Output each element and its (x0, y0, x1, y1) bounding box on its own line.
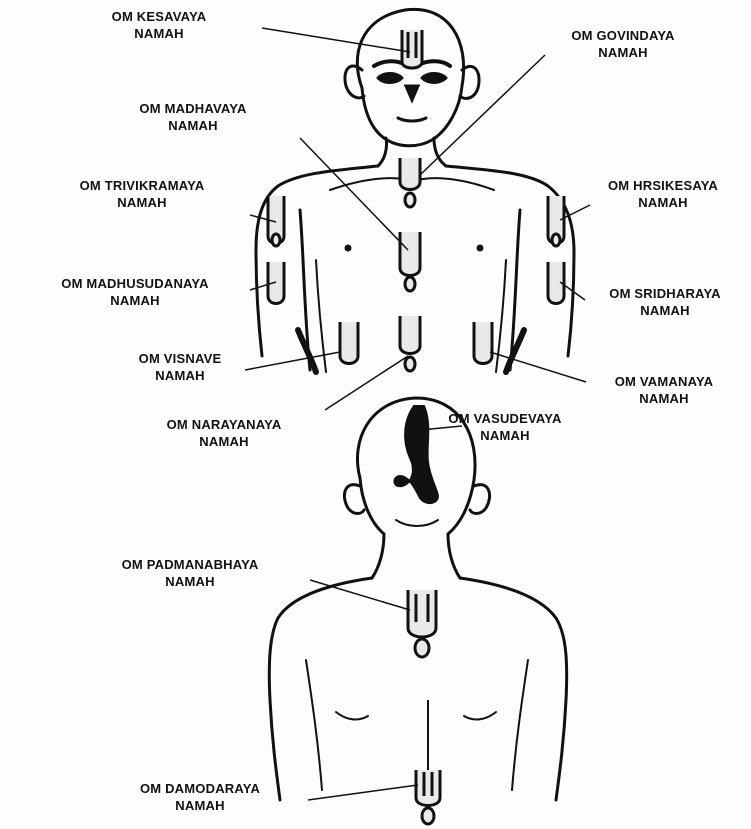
label-madhavaya-line2: NAMAH (118, 117, 268, 134)
label-trivikramaya-line1: OM TRIVIKRAMAYA (62, 177, 222, 194)
leader-damodaraya (308, 785, 418, 800)
front-right-eye (422, 74, 446, 83)
leader-vamanaya (490, 352, 586, 382)
label-vamanaya-line2: NAMAH (584, 390, 744, 407)
label-padmanabhaya: OM PADMANABHAYA NAMAH (100, 556, 280, 590)
tilak-right-side (474, 322, 492, 364)
tilak-upper-back-drop (415, 639, 429, 657)
label-trivikramaya-line2: NAMAH (62, 194, 222, 211)
back-neck-left (372, 534, 384, 578)
back-neck-right (448, 534, 460, 578)
label-govindaya-line1: OM GOVINDAYA (548, 27, 698, 44)
back-tilak-marks (408, 590, 440, 824)
label-kesavaya-line2: NAMAH (84, 25, 234, 42)
tilak-throat (400, 158, 420, 190)
label-sridharaya-line1: OM SRIDHARAYA (585, 285, 745, 302)
label-kesavaya-line1: OM KESAVAYA (84, 8, 234, 25)
label-govindaya-line2: NAMAH (548, 44, 698, 61)
label-vamanaya: OM VAMANAYA NAMAH (584, 373, 744, 407)
label-sridharaya-line2: NAMAH (585, 302, 745, 319)
front-right-hand (506, 330, 524, 372)
label-hrsikesaya-line1: OM HRSIKESAYA (588, 177, 738, 194)
leader-padmanabhaya (310, 580, 410, 610)
tilak-throat-drop (405, 193, 415, 207)
front-neck-left (378, 138, 387, 166)
back-right-blade (464, 712, 496, 719)
tilak-chest (400, 232, 420, 276)
label-damodaraya: OM DAMODARAYA NAMAH (110, 780, 290, 814)
leader-kesavaya (262, 28, 410, 52)
label-hrsikesaya: OM HRSIKESAYA NAMAH (588, 177, 738, 211)
label-visnave-line2: NAMAH (110, 367, 250, 384)
label-damodaraya-line2: NAMAH (110, 797, 290, 814)
front-tilak-marks (268, 30, 564, 371)
tilak-lower-back-drop (422, 808, 434, 824)
label-madhavaya: OM MADHAVAYA NAMAH (118, 100, 268, 134)
label-sridharaya: OM SRIDHARAYA NAMAH (585, 285, 745, 319)
label-kesavaya: OM KESAVAYA NAMAH (84, 8, 234, 42)
front-left-brow (374, 61, 404, 66)
label-visnave-line1: OM VISNAVE (110, 350, 250, 367)
tilak-nose (406, 86, 418, 100)
label-madhusudanaya: OM MADHUSUDANAYA NAMAH (20, 275, 250, 309)
tilak-chest-drop (405, 277, 415, 291)
back-neck-curve (396, 520, 438, 526)
label-padmanabhaya-line1: OM PADMANABHAYA (100, 556, 280, 573)
front-right-brow (420, 61, 450, 66)
tilak-left-side (340, 322, 358, 364)
tilak-lower-back (416, 770, 440, 806)
back-left-arm-inner (306, 660, 322, 790)
label-trivikramaya: OM TRIVIKRAMAYA NAMAH (62, 177, 222, 211)
label-hrsikesaya-line2: NAMAH (588, 194, 738, 211)
label-damodaraya-line1: OM DAMODARAYA (110, 780, 290, 797)
back-head-left-side (360, 478, 384, 534)
label-madhavaya-line1: OM MADHAVAYA (118, 100, 268, 117)
label-narayanaya: OM NARAYANAYA NAMAH (134, 416, 314, 450)
front-right-nipple (478, 246, 482, 250)
label-vasudevaya-line2: NAMAH (420, 427, 590, 444)
front-mouth (398, 118, 426, 121)
back-right-arm-inner (512, 660, 528, 790)
label-govindaya: OM GOVINDAYA NAMAH (548, 27, 698, 61)
label-vamanaya-line1: OM VAMANAYA (584, 373, 744, 390)
label-narayanaya-line1: OM NARAYANAYA (134, 416, 314, 433)
leader-madhavaya (300, 138, 408, 250)
label-visnave: OM VISNAVE NAMAH (110, 350, 250, 384)
tilak-upper-back (408, 590, 436, 637)
label-vasudevaya-line1: OM VASUDEVAYA (420, 410, 590, 427)
front-head-outline (357, 9, 463, 145)
label-madhusudanaya-line2: NAMAH (20, 292, 250, 309)
label-narayanaya-line2: NAMAH (134, 433, 314, 450)
tilak-forehead (402, 30, 422, 68)
tilak-right-upper-arm-drop (552, 234, 560, 246)
back-left-blade (336, 712, 368, 719)
label-madhusudanaya-line1: OM MADHUSUDANAYA (20, 275, 250, 292)
front-torso-outline-right (446, 166, 574, 356)
label-vasudevaya: OM VASUDEVAYA NAMAH (420, 410, 590, 444)
tilak-left-upper-arm-drop (272, 234, 280, 246)
front-left-eye (378, 74, 402, 83)
label-padmanabhaya-line2: NAMAH (100, 573, 280, 590)
tilak-belly-drop (405, 357, 415, 371)
front-left-nipple (346, 246, 350, 250)
tilak-belly (400, 316, 420, 354)
